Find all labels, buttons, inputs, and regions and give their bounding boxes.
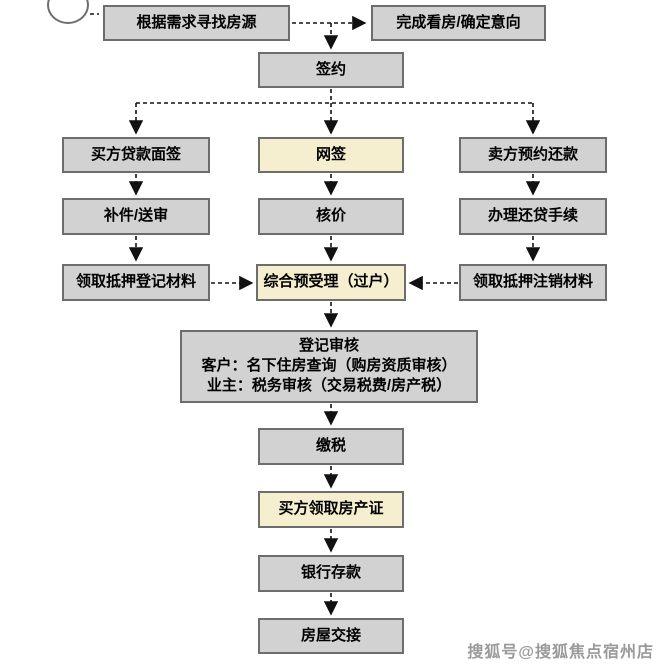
flow-node-sign-contract: 签约 <box>258 52 404 88</box>
flow-node-price-verification: 核价 <box>258 198 404 235</box>
flow-node-bank-deposit: 银行存款 <box>258 555 404 592</box>
node-label: 银行存款 <box>300 564 361 582</box>
review-owner-line: 业主：税务审核（交易税费/房产税） <box>206 376 452 394</box>
flow-node-buyer-receive-certificate: 买方领取房产证 <box>258 491 404 528</box>
node-label: 房屋交接 <box>300 626 361 644</box>
node-label: 综合预受理（过户） <box>263 273 399 291</box>
flow-node-find-listing: 根据需求寻找房源 <box>103 5 290 41</box>
flow-node-loan-repayment-procedure: 办理还贷手续 <box>459 198 607 235</box>
node-label: 签约 <box>315 60 346 78</box>
node-label: 核价 <box>315 207 346 225</box>
flow-node-buyer-loan-signing: 买方贷款面签 <box>62 137 210 173</box>
flow-node-supplement-review: 补件/送审 <box>62 198 210 235</box>
node-label: 完成看房/确定意向 <box>396 13 521 31</box>
node-label: 领取抵押登记材料 <box>75 273 196 291</box>
flow-node-mortgage-registration-materials: 领取抵押登记材料 <box>62 264 210 301</box>
flow-node-pay-tax: 缴税 <box>258 428 404 465</box>
node-label: 买方领取房产证 <box>278 500 384 518</box>
flow-node-pre-acceptance-transfer: 综合预受理（过户） <box>256 264 406 301</box>
node-label: 补件/送审 <box>103 207 169 225</box>
watermark: 搜狐号@搜狐焦点宿州店 <box>467 644 654 661</box>
node-label: 办理还贷手续 <box>487 207 578 225</box>
flow-node-mortgage-cancellation-materials: 领取抵押注销材料 <box>459 264 607 301</box>
flow-node-house-handover: 房屋交接 <box>258 618 404 654</box>
flow-node-registration-review: 登记审核 客户：名下住房查询（购房资质审核） 业主：税务审核（交易税费/房产税） <box>180 330 478 403</box>
review-customer-line: 客户：名下住房查询（购房资质审核） <box>201 357 457 375</box>
node-label: 网签 <box>315 145 346 163</box>
flow-node-confirm-intent: 完成看房/确定意向 <box>371 5 546 41</box>
node-label: 根据需求寻找房源 <box>136 13 257 31</box>
flow-node-online-signing: 网签 <box>258 137 404 173</box>
flow-node-seller-repay-appointment: 卖方预约还款 <box>459 137 607 173</box>
node-label: 买方贷款面签 <box>90 145 181 163</box>
node-label: 领取抵押注销材料 <box>472 273 593 291</box>
review-title: 登记审核 <box>298 337 359 355</box>
node-label: 卖方预约还款 <box>487 145 578 163</box>
node-label: 缴税 <box>315 437 346 455</box>
